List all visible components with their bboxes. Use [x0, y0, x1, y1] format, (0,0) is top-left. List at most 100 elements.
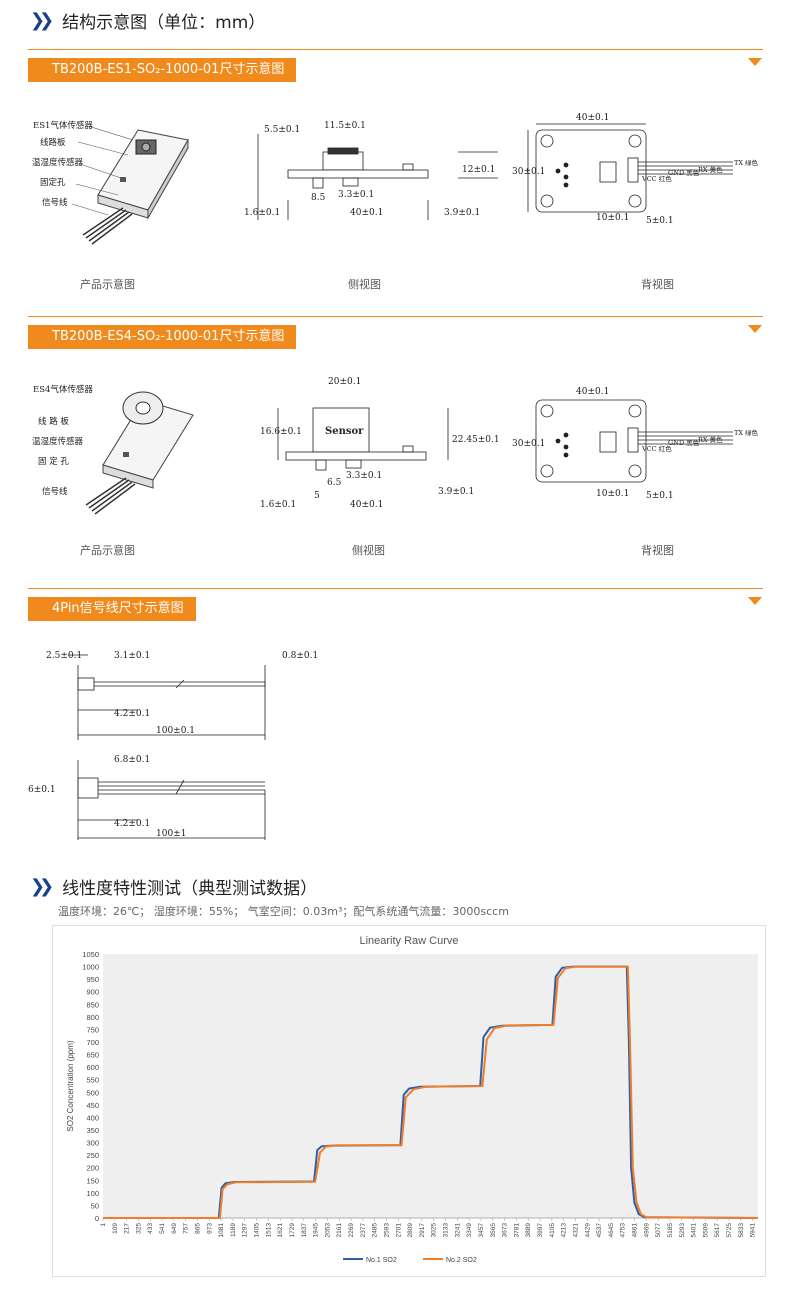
- label-gas-sensor: ES4气体传感器: [33, 384, 93, 395]
- es4-side-view: [277, 407, 449, 471]
- y-tick-label: 300: [86, 1139, 99, 1148]
- dim-label: 20±0.1: [328, 377, 361, 387]
- collapse-triangle-icon: [748, 58, 762, 66]
- section-tag-es1: TB200B-ES1-SO₂-1000-01尺寸示意图: [28, 58, 297, 82]
- dim-label: 6±0.1: [28, 785, 56, 795]
- x-tick-label: 3673: [502, 1223, 509, 1238]
- x-tick-label: 2485: [372, 1223, 379, 1238]
- dim-label: 100±0.1: [156, 726, 195, 736]
- x-tick-label: 541: [159, 1223, 166, 1234]
- es1-back-dims: 40±0.1 30±0.1 10±0.1 5±0.1 TX 绿色 RX 黄色 G…: [512, 113, 759, 226]
- dim-label: 1.6±0.1: [260, 500, 296, 510]
- dim-label: 30±0.1: [512, 439, 545, 449]
- y-tick-label: 200: [86, 1164, 99, 1173]
- x-tick-label: 5293: [679, 1223, 686, 1238]
- pin-label: GND 黑色: [668, 438, 700, 447]
- x-tick-label: 325: [135, 1223, 142, 1234]
- x-tick-label: 433: [147, 1223, 154, 1234]
- section-divider: [28, 588, 763, 589]
- x-tick-label: 1837: [301, 1223, 308, 1238]
- dim-label: 11.5±0.1: [324, 121, 366, 131]
- dim-label: 5: [314, 491, 320, 501]
- dim-label: 5±0.1: [646, 216, 674, 226]
- x-tick-label: 973: [206, 1223, 213, 1234]
- x-tick-label: 2053: [324, 1223, 331, 1238]
- pin-label: VCC 红色: [641, 444, 672, 453]
- x-tick-label: 3997: [537, 1223, 544, 1238]
- x-tick-label: 2377: [360, 1223, 367, 1238]
- chart-container: Linearity Raw Curve SO2 Concentration (p…: [52, 925, 766, 1277]
- x-tick-label: 1729: [289, 1223, 296, 1238]
- y-tick-label: 150: [86, 1176, 99, 1185]
- es1-drawings: ES1气体传感器 线路板 温湿度传感器 固定孔 信号线 5.5±0.1 11.5…: [32, 113, 759, 245]
- sensor-label: Sensor: [325, 426, 364, 437]
- x-tick-label: 2701: [395, 1223, 402, 1238]
- label-circuit-board: 线 路 板: [38, 416, 69, 427]
- dim-label: 6.5: [327, 478, 342, 488]
- x-tick-label: 5617: [714, 1223, 721, 1238]
- caption-product: 产品示意图: [80, 278, 135, 291]
- x-tick-label: 649: [171, 1223, 178, 1234]
- es1-side-view: [257, 134, 498, 220]
- label-circuit-board: 线路板: [40, 137, 66, 148]
- y-tick-label: 500: [86, 1088, 99, 1097]
- double-chevron-icon: ❯❯: [30, 10, 54, 31]
- wire-b-dims: 6.8±0.1 6±0.1 4.2±0.1 100±1: [28, 755, 186, 839]
- x-tick-label: 5833: [738, 1223, 745, 1238]
- es1-back-view: [527, 123, 733, 213]
- x-tick-label: 5185: [667, 1223, 674, 1238]
- x-tick-label: 4645: [608, 1223, 615, 1238]
- y-tick-label: 550: [86, 1076, 99, 1085]
- x-tick-label: 1513: [265, 1223, 272, 1238]
- y-tick-label: 400: [86, 1113, 99, 1122]
- x-tick-label: 1945: [313, 1223, 320, 1238]
- dim-label: 5.5±0.1: [264, 125, 300, 135]
- wire-a: [68, 654, 266, 740]
- label-th-sensor: 温湿度传感器: [32, 157, 84, 168]
- y-tick-label: 700: [86, 1038, 99, 1047]
- series-line-2: [103, 965, 759, 1219]
- x-tick-label: 2809: [407, 1223, 414, 1238]
- x-tick-label: 5725: [726, 1223, 733, 1238]
- x-tick-label: 4105: [549, 1223, 556, 1238]
- pin-label: VCC 红色: [641, 174, 672, 183]
- x-tick-label: 1: [100, 1223, 107, 1227]
- y-tick-label: 750: [86, 1025, 99, 1034]
- caption-product: 产品示意图: [80, 544, 135, 557]
- x-tick-label: 2269: [348, 1223, 355, 1238]
- y-tick-label: 350: [86, 1126, 99, 1135]
- x-tick-label: 2917: [419, 1223, 426, 1238]
- x-tick-label: 2161: [336, 1223, 343, 1238]
- dim-label: 1.6±0.1: [244, 208, 280, 218]
- dim-label: 3.1±0.1: [114, 651, 150, 661]
- dim-label: 40±0.1: [576, 387, 609, 397]
- x-tick-label: 2593: [383, 1223, 390, 1238]
- section-tag-es4: TB200B-ES4-SO₂-1000-01尺寸示意图: [28, 325, 297, 349]
- x-tick-label: 3889: [525, 1223, 532, 1238]
- dim-label: 2.5±0.1: [46, 651, 82, 661]
- x-tick-label: 4213: [561, 1223, 568, 1238]
- y-tick-label: 1000: [82, 963, 99, 972]
- dim-label: 0.8±0.1: [282, 651, 318, 661]
- section-divider: [28, 316, 763, 317]
- test-conditions: 温度环境：26℃； 湿度环境：55%； 气室空间：0.03m³；配气系统通气流量…: [58, 905, 509, 918]
- x-tick-label: 757: [183, 1223, 190, 1234]
- section-divider: [28, 49, 763, 50]
- dim-label: 100±1: [156, 829, 186, 839]
- label-th-sensor: 温湿度传感器: [32, 436, 84, 447]
- dim-label: 22.45±0.1: [452, 435, 500, 445]
- linearity-heading: ❯❯ 线性度特性测试（典型测试数据）: [30, 874, 317, 899]
- chart-title: Linearity Raw Curve: [359, 935, 458, 947]
- x-tick-label: 5401: [691, 1223, 698, 1238]
- caption-side: 侧视图: [348, 278, 381, 291]
- chart-y-axis-label: SO2 Concentration (ppm): [66, 1040, 75, 1131]
- label-gas-sensor: ES1气体传感器: [33, 120, 93, 131]
- x-tick-label: 1621: [277, 1223, 284, 1238]
- x-tick-label: 3349: [466, 1223, 473, 1238]
- collapse-triangle-icon: [748, 597, 762, 605]
- y-tick-label: 600: [86, 1063, 99, 1072]
- dim-label: 8.5: [311, 193, 326, 203]
- x-tick-label: 5941: [750, 1223, 757, 1238]
- y-tick-label: 950: [86, 975, 99, 984]
- x-tick-label: 4861: [632, 1223, 639, 1238]
